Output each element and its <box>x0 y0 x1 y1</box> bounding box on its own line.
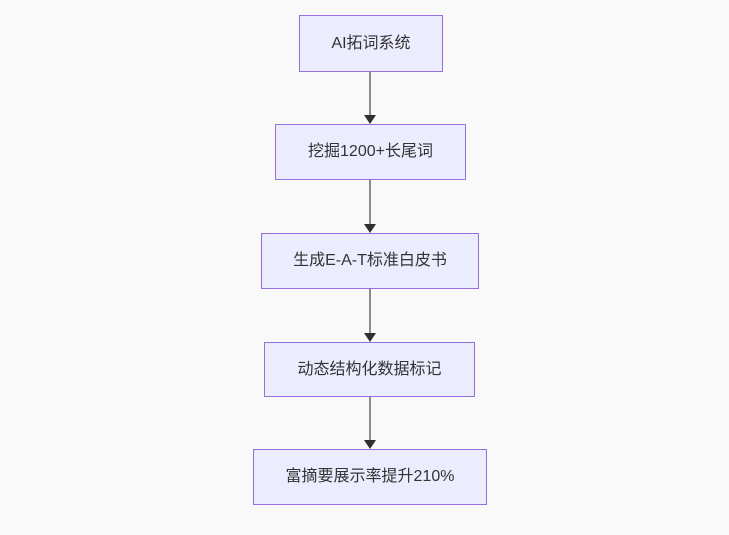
arrowhead-icon <box>364 224 376 233</box>
flow-node-rich-snippet-result: 富摘要展示率提升210% <box>253 449 487 505</box>
flow-arrow-2 <box>363 180 377 233</box>
node-label: AI拓词系统 <box>331 34 411 52</box>
arrow-line <box>369 397 371 440</box>
node-label: 富摘要展示率提升210% <box>285 468 455 485</box>
flow-arrow-4 <box>363 397 377 449</box>
node-label: 动态结构化数据标记 <box>297 360 442 378</box>
flow-node-longtail-mining: 挖掘1200+长尾词 <box>275 124 466 180</box>
flow-node-eat-whitepaper: 生成E-A-T标准白皮书 <box>261 233 479 289</box>
arrowhead-icon <box>364 115 376 124</box>
flow-arrow-3 <box>363 289 377 342</box>
flow-node-ai-keyword-system: AI拓词系统 <box>299 15 443 72</box>
arrow-line <box>369 180 371 224</box>
flow-node-structured-data-markup: 动态结构化数据标记 <box>264 342 475 397</box>
arrowhead-icon <box>364 333 376 342</box>
arrow-line <box>369 289 371 333</box>
arrow-line <box>369 72 371 115</box>
node-label: 挖掘1200+长尾词 <box>308 143 433 160</box>
flow-arrow-1 <box>363 72 377 124</box>
arrowhead-icon <box>364 440 376 449</box>
node-label: 生成E-A-T标准白皮书 <box>293 252 447 269</box>
